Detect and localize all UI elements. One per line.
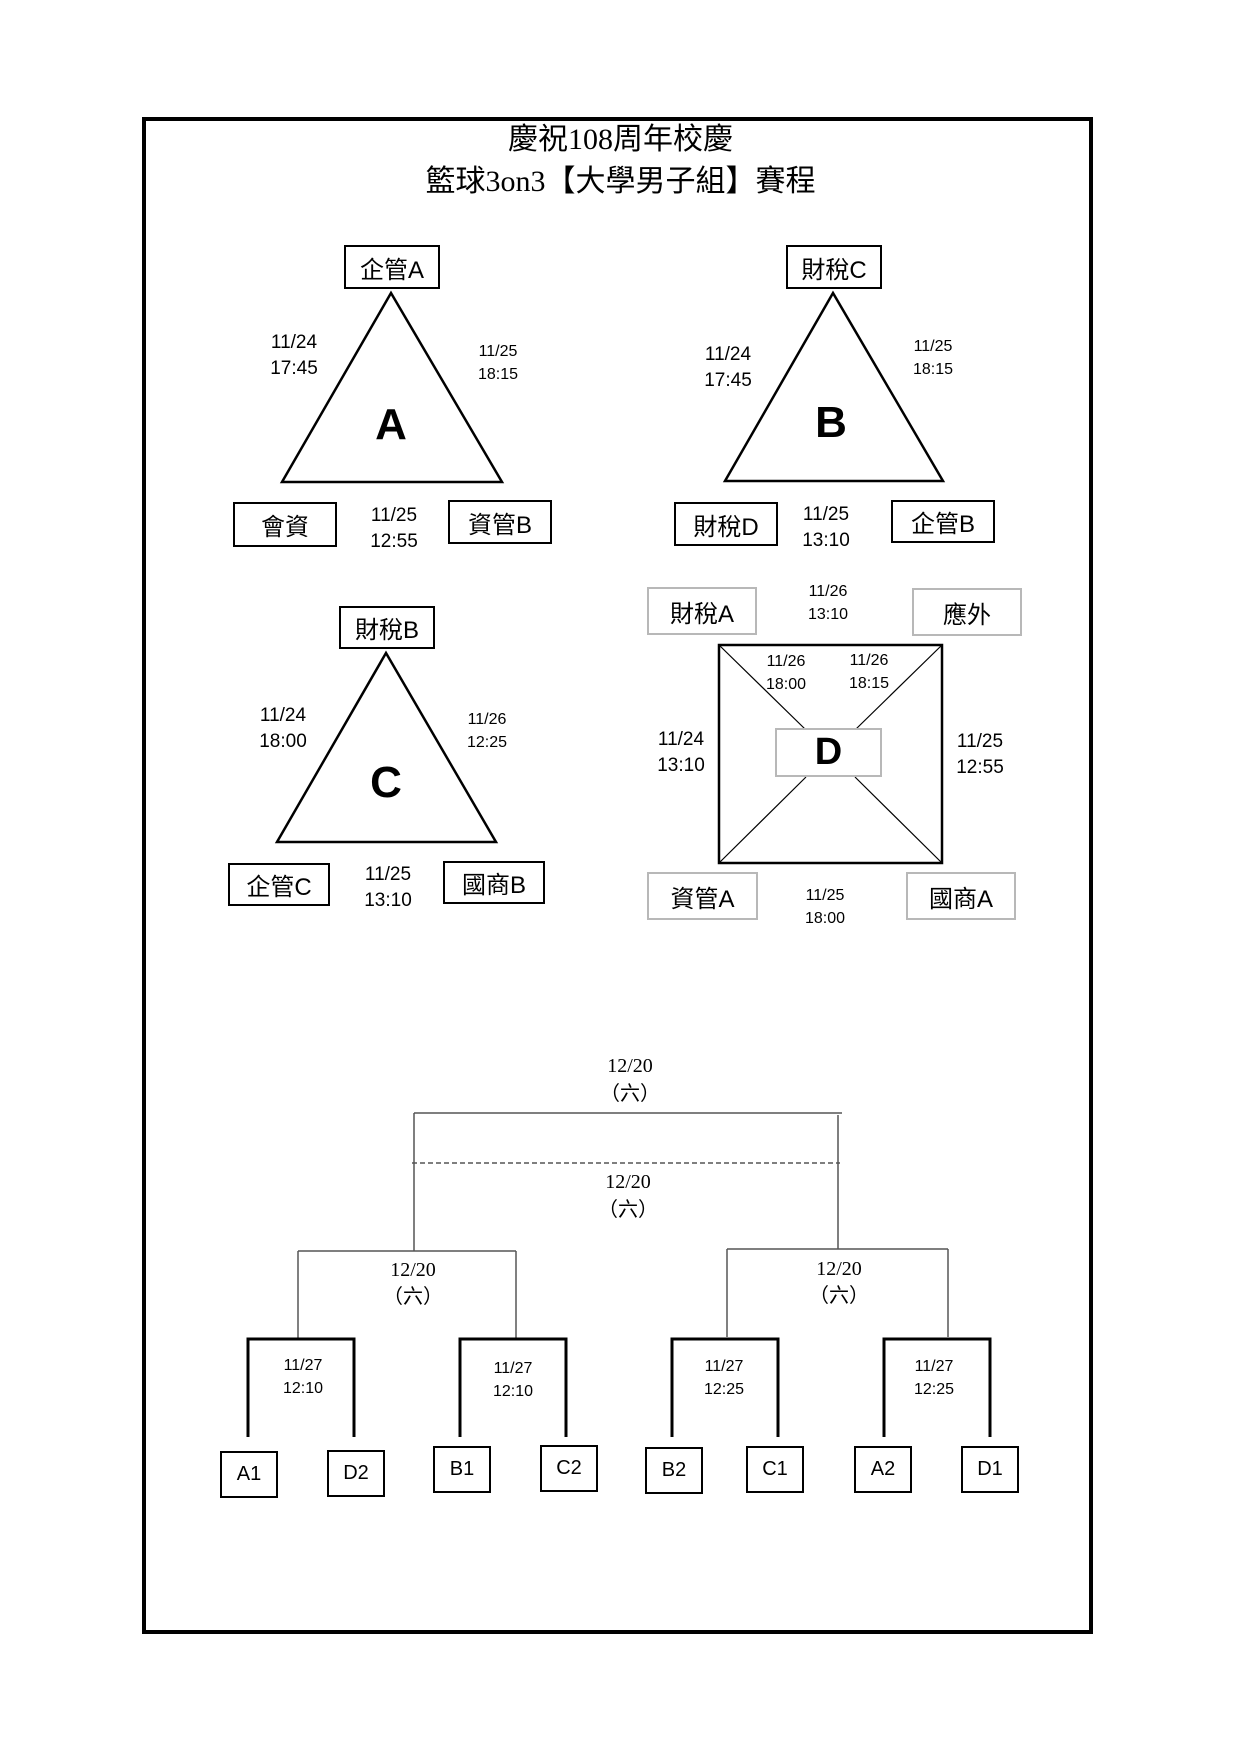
match-time: 11/26 13:10: [807, 583, 849, 623]
group-a-triangle: [279, 290, 505, 484]
seed-box: A1: [220, 1451, 278, 1498]
group-label: A: [375, 400, 407, 449]
team-box: 財稅C: [786, 245, 882, 289]
final-day: （六）: [600, 1083, 660, 1105]
group-label: C: [370, 758, 402, 807]
title-line-1: 慶祝108周年校慶: [508, 123, 733, 156]
semi-left-date: 12/20: [390, 1259, 436, 1281]
match-time: 11/24 18:00: [259, 705, 307, 752]
page-border: [142, 117, 1093, 1634]
semi-right-date: 12/20: [816, 1258, 862, 1280]
team-box: 國商A: [906, 872, 1016, 920]
match-time: 11/25 13:10: [802, 504, 850, 551]
bracket-quarter-lines: [246, 1337, 992, 1437]
team-box: 企管C: [228, 863, 330, 906]
team-box: 國商B: [443, 861, 545, 904]
match-time: 11/24 17:45: [270, 332, 318, 379]
third-place-date: 12/20: [605, 1171, 651, 1193]
seed-box: C2: [540, 1445, 598, 1492]
bracket-semi-lines: [297, 1248, 949, 1339]
final-date: 12/20: [607, 1055, 653, 1077]
bracket-final-lines: [412, 1112, 842, 1251]
seed-box: B1: [433, 1446, 491, 1493]
seed-box: D2: [327, 1450, 385, 1497]
match-time: 11/25 12:55: [370, 505, 418, 552]
group-d-square: [717, 643, 944, 865]
match-time: 11/24 17:45: [704, 344, 752, 391]
seed-box: D1: [961, 1446, 1019, 1493]
match-time: 11/24 13:10: [657, 729, 705, 776]
team-box: 企管A: [344, 245, 440, 289]
team-box: 企管B: [891, 500, 995, 543]
seed-box: B2: [645, 1447, 703, 1494]
match-time: 11/26 12:25: [466, 711, 508, 751]
semi-left-day: （六）: [383, 1286, 443, 1308]
match-time: 11/26 18:15: [848, 652, 890, 692]
seed-box: A2: [854, 1446, 912, 1493]
semi-right-day: （六）: [809, 1285, 869, 1307]
group-label: D: [775, 728, 882, 777]
title-line-2: 籃球3on3【大學男子組】賽程: [425, 165, 816, 198]
group-b-triangle: [722, 290, 946, 483]
quarter-time: 11/27 12:25: [703, 1358, 745, 1398]
team-box: 財稅A: [647, 587, 757, 635]
group-d-diagonal: [855, 644, 943, 730]
team-box: 財稅D: [674, 502, 778, 546]
group-d-diagonal: [854, 776, 943, 864]
match-time: 11/25 18:15: [477, 343, 519, 383]
match-time: 11/26 18:00: [765, 653, 807, 693]
quarter-time: 11/27 12:10: [282, 1357, 324, 1397]
match-time: 11/25 13:10: [364, 864, 412, 911]
match-time: 11/25 18:00: [804, 887, 846, 927]
seed-box: C1: [746, 1446, 804, 1493]
quarter-time: 11/27 12:10: [492, 1360, 534, 1400]
match-time: 11/25 18:15: [912, 338, 954, 378]
match-time: 11/25 12:55: [956, 731, 1004, 778]
group-d-diagonal: [718, 776, 807, 864]
team-box: 財稅B: [339, 606, 435, 649]
group-c-triangle: [274, 650, 499, 844]
team-box: 會資: [233, 502, 337, 547]
group-label: B: [815, 398, 847, 447]
quarter-time: 11/27 12:25: [913, 1358, 955, 1398]
team-box: 應外: [912, 588, 1022, 636]
group-d-diagonal: [718, 644, 806, 730]
team-box: 資管A: [647, 872, 758, 920]
third-place-day: （六）: [598, 1199, 658, 1221]
team-box: 資管B: [448, 500, 552, 544]
